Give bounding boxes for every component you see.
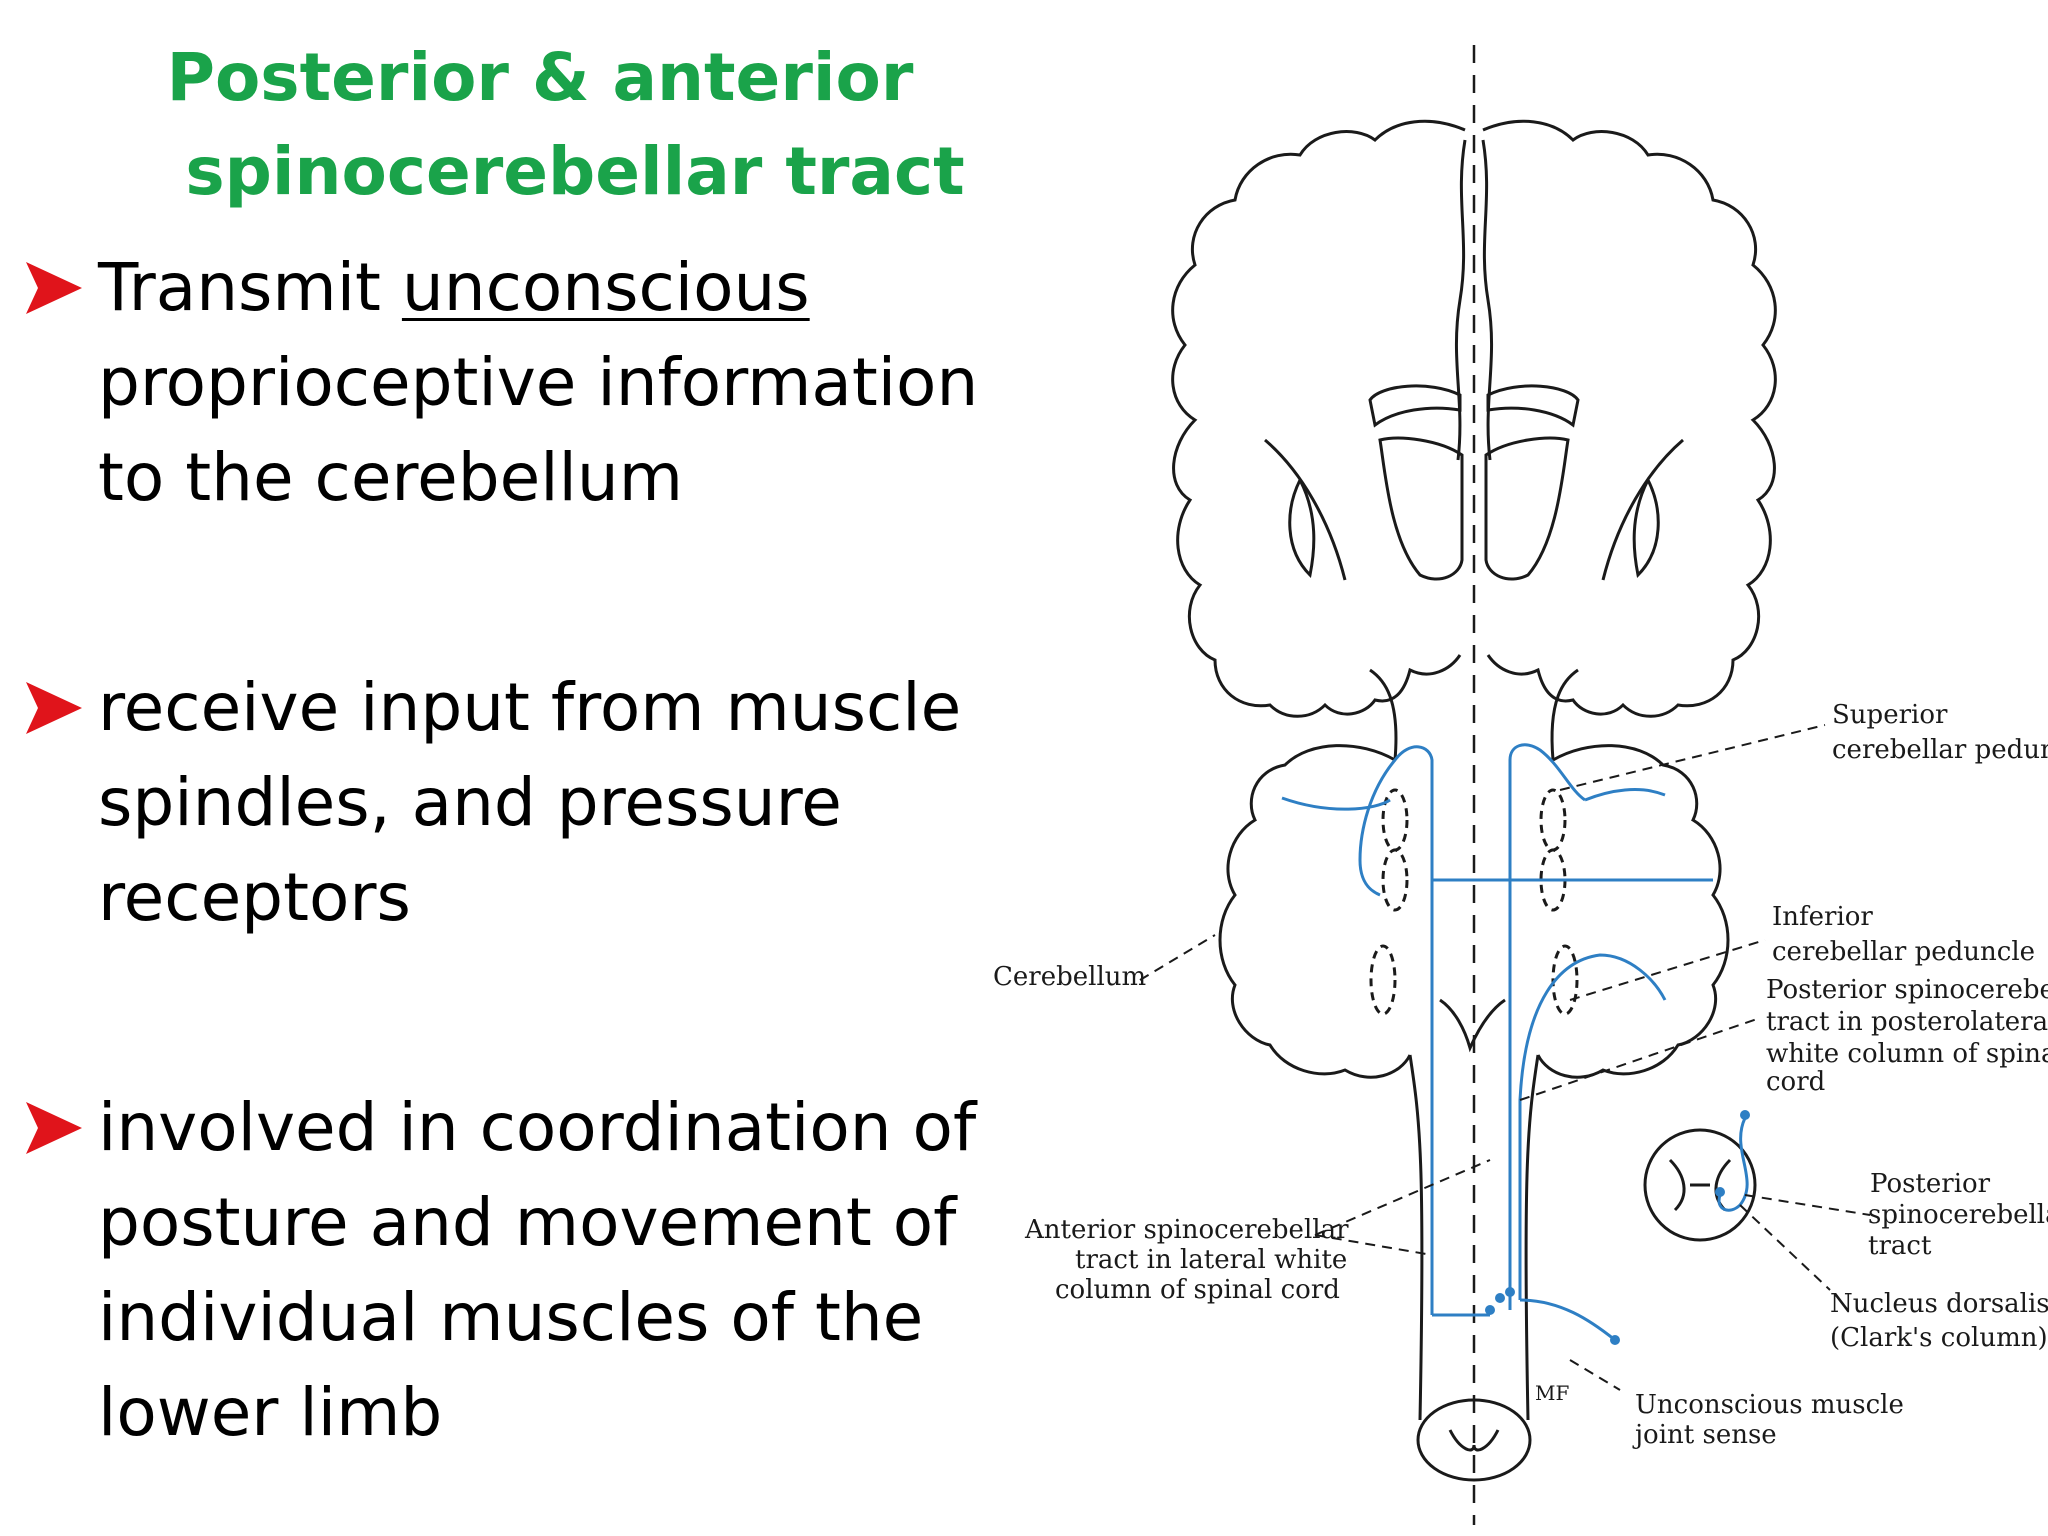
label-unconscious-2: joint sense [1632, 1420, 1777, 1450]
right-inferior-peduncle [1551, 944, 1579, 1016]
right-peduncle-outline [1550, 668, 1579, 761]
bullet-line: proprioceptive information [98, 344, 979, 421]
left-peduncle-outline [1369, 668, 1398, 761]
bullet-line-text: Transmit [98, 249, 402, 326]
left-middle-peduncle [1381, 848, 1409, 912]
spinocerebellar-tract-diagram: Superior cerebellar peduncle Inferior ce… [993, 45, 2048, 1525]
left-thalamus [1378, 436, 1464, 581]
neuron-body [1495, 1293, 1505, 1303]
leader-nucleus [1739, 1204, 1831, 1291]
left-internal-capsule [1288, 476, 1316, 579]
label-anterior-3: column of spinal cord [1055, 1275, 1340, 1305]
label-unconscious-1: Unconscious muscle [1635, 1390, 1904, 1420]
leader-superior [1559, 724, 1826, 791]
left-superior-peduncle [1381, 788, 1409, 852]
bullet-line: to the cerebellum [98, 439, 684, 516]
neuron-bodies [1485, 1110, 1750, 1345]
bullet-line: involved in coordination of [98, 1089, 977, 1166]
right-thalamus [1484, 436, 1570, 581]
right-hemisphere [1482, 119, 1777, 718]
left-inferior-peduncle [1369, 944, 1397, 1016]
cord-cross-section [1643, 1128, 1757, 1242]
label-inferior-2: cerebellar peduncle [1772, 937, 2035, 967]
spinal-cord-section [1416, 1398, 1532, 1482]
neuron-body [1715, 1187, 1725, 1197]
left-insula-line [1264, 438, 1347, 581]
left-superior-fibres [1281, 796, 1391, 811]
slide-title-line-1: Posterior & anterior [166, 39, 914, 116]
anterior-spinocerebellar-tract [1358, 745, 1434, 1315]
slide-title-line-2: spinocerebellar tract [185, 133, 965, 210]
neuron-body [1610, 1335, 1620, 1345]
left-medial-surface [1454, 139, 1467, 461]
right-ascending-tract [1508, 743, 1586, 1310]
leader-anterior-2 [1314, 1234, 1433, 1256]
left-cerebellum [1218, 744, 1412, 1079]
label-anterior-1: Anterior spinocerebellar [1024, 1215, 1349, 1245]
leader-unconscious [1569, 1359, 1621, 1391]
fourth-ventricle [1439, 998, 1506, 1053]
leader-posterior-small [1744, 1194, 1871, 1216]
left-hemisphere [1171, 119, 1466, 718]
left-cord-edge [1408, 1054, 1424, 1421]
arrow-bullet-icon [26, 262, 82, 314]
afferent-fibre [1519, 1298, 1616, 1342]
left-lateral-ventricle [1368, 384, 1462, 428]
leader-posterior-tract [1519, 1017, 1761, 1101]
bullet-line: lower limb [98, 1374, 443, 1451]
label-posterior-small-2: spinocerebellar [1868, 1200, 2048, 1230]
leader-anterior-1 [1314, 1159, 1491, 1236]
brain-outline [1171, 45, 1777, 1525]
label-mf: MF [1535, 1381, 1569, 1405]
right-internal-capsule [1632, 476, 1660, 579]
right-superior-fibres [1584, 788, 1666, 802]
bullet-line: posture and movement of [98, 1184, 957, 1261]
right-lateral-ventricle [1486, 384, 1580, 428]
arrow-bullet-icon [26, 682, 82, 734]
cross-section-grey-matter [1668, 1158, 1732, 1212]
right-insula-line [1601, 438, 1684, 581]
bullet-line: individual muscles of the [98, 1279, 924, 1356]
label-nucleus-1: Nucleus dorsalis [1830, 1289, 2048, 1319]
bullet-text: receive input from muscle spindles, and … [98, 660, 1018, 945]
label-nucleus-2: (Clark's column) [1830, 1323, 2048, 1353]
right-medial-surface [1481, 139, 1494, 461]
neuron-body [1485, 1305, 1495, 1315]
bullet-line: Transmit unconscious [98, 240, 1018, 335]
underlined-word-unconscious: unconscious [401, 249, 810, 326]
leader-lines [1139, 724, 1871, 1391]
leader-inferior [1569, 939, 1766, 1001]
bullet-line: spindles, and pressure [98, 764, 842, 841]
right-cerebellum [1536, 744, 1730, 1079]
label-posterior-tract-4: cord [1766, 1067, 1825, 1097]
arrow-bullet-icon [26, 1102, 82, 1154]
bullet-line: receive input from muscle [98, 669, 962, 746]
posterior-spinocerebellar-tract [1518, 953, 1667, 1300]
right-superior-peduncle [1539, 788, 1567, 852]
bullet-text: involved in coordination of posture and … [98, 1080, 1018, 1460]
label-inferior-1: Inferior [1772, 902, 1873, 932]
bullet-text: Transmit unconscious proprioceptive info… [98, 240, 1018, 525]
neuron-body [1740, 1110, 1750, 1120]
label-posterior-small-1: Posterior [1870, 1169, 1991, 1199]
label-cerebellum: Cerebellum [993, 962, 1146, 992]
label-anterior-2: tract in lateral white [1075, 1245, 1347, 1275]
label-posterior-tract-3: white column of spinal [1766, 1039, 2048, 1069]
label-posterior-small-3: tract [1868, 1231, 1932, 1261]
label-superior-1: Superior [1832, 700, 1948, 730]
label-posterior-tract-1: Posterior spinocerebellar [1766, 975, 2048, 1005]
leader-cerebellum [1139, 934, 1216, 981]
neuron-body [1505, 1287, 1515, 1297]
label-posterior-tract-2: tract in posterolateral [1766, 1007, 2048, 1037]
tract-pathways [1281, 743, 1749, 1342]
bullet-line: receptors [98, 859, 411, 936]
label-superior-2: cerebellar peduncle [1832, 735, 2048, 765]
right-cord-edge [1524, 1054, 1540, 1421]
cross-section-afferent [1717, 1117, 1749, 1212]
grey-matter [1448, 1429, 1500, 1452]
